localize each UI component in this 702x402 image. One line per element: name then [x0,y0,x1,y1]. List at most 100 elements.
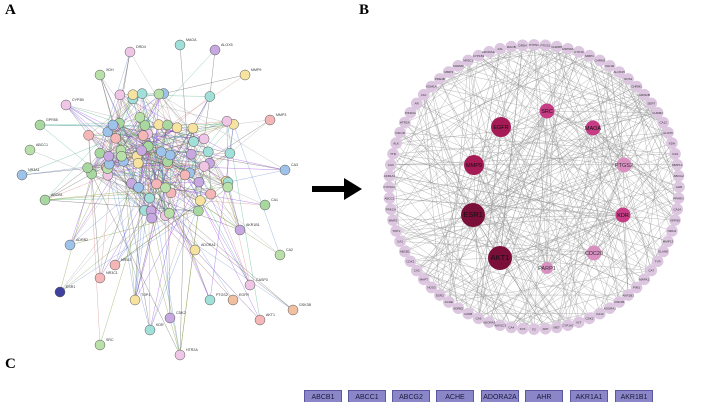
network-b-node-label: F2 [532,327,536,331]
network-a-edge [158,93,196,251]
network-b-hub-label: PTGS2 [615,163,633,169]
network-a-node [94,272,106,284]
network-b-edge [478,55,658,262]
network-b-edge [619,71,658,262]
network-a-node [264,114,276,126]
network-b-edge [423,46,512,95]
network-a-edge [119,123,190,174]
network-b-edge [556,46,673,144]
network-a-edge [233,124,281,256]
network-a-node [134,112,146,123]
network-a-node [110,133,121,144]
network-b-node-label: AKR1C3 [494,323,506,327]
network-b-edge [404,122,569,326]
network-b-node [583,49,596,62]
network-b-node [394,126,406,139]
gene-box: ADORA2A [481,390,519,402]
network-a-edge [21,125,146,176]
network-b-node-label: PPARG [673,196,684,200]
network-b-node [384,203,397,216]
gene-box: AKR1A1 [570,390,608,402]
network-b-node-label: MMP3 [444,70,453,74]
network-b-edge [439,78,546,329]
network-b-hub-label: ESR1 [463,210,483,219]
network-b-node [622,289,634,301]
network-b-node-label: PRKCA [386,207,396,211]
network-b-node-label: ACHE [445,300,453,304]
network-a-label: ESR1 [66,285,75,289]
network-b-node [528,323,540,335]
network-b-node [671,203,684,216]
network-b-node [425,80,438,93]
network-a-edge [163,74,246,94]
network-b-node [399,245,411,258]
network-b-node [662,126,674,139]
network-b-node [638,273,651,286]
network-b-node-label: ABCB1 [400,250,410,254]
network-b-node-label: CYP19 [574,50,584,54]
network-b-hub-label: CDC20 [585,251,603,257]
network-a-edge [69,94,121,246]
network-a-node [198,133,210,145]
network-a-edge [99,74,138,157]
network-a-edge [141,93,159,125]
network-b-node-label: AKR1A1 [384,174,396,178]
network-b-edge [392,46,557,221]
network-a-edge [91,173,181,356]
network-b-edge [545,45,652,104]
network-a-node [146,212,157,224]
panel-c-label: C [5,356,16,372]
network-a-edge [108,125,146,157]
network-b-node-label: DRD4 [519,44,527,48]
network-a-edge [44,186,228,201]
network-b-hub-label: PARP1 [538,266,556,272]
network-a-label: ADRB2 [76,238,88,242]
network-b-edge [448,71,637,288]
network-a-node [94,69,106,81]
network-b-node [383,181,395,193]
network-a-label: ADORA1 [201,243,216,247]
network-b-node [528,39,540,51]
network-b-edge [545,45,580,323]
gene-box: AHR [525,390,563,402]
network-b-edge [399,127,594,242]
network-b-edge [546,103,652,269]
network-b-edge [636,86,680,188]
network-b-node-label: MAOB [507,45,516,49]
network-b-node-label: MMP2 [389,218,398,222]
network-b-node-label: HSP90A [562,47,574,51]
network-b-node [425,281,438,294]
network-b-edge [499,214,624,259]
network-b-edge [388,186,474,216]
network-a-node [129,294,141,306]
network-b-edge [389,48,568,177]
network-b-node-label: CHRM4 [453,64,464,68]
network-b-edge [499,55,590,259]
network-a-edge [114,210,199,266]
network-b-edge [448,45,523,303]
network-a-edge [131,117,141,184]
gene-box: ABCB1 [304,390,342,402]
network-b-edge [533,44,625,166]
network-b-node-label: HTR2A [400,121,410,125]
network-a-edge [151,96,211,219]
network-b-edge [416,103,624,216]
network-b-node [550,40,563,53]
network-a-edge [176,127,227,182]
network-a-label: MAOA [186,38,197,42]
network-b-edges [388,44,680,330]
network-a-node [221,115,233,127]
network-b-edge [622,214,658,262]
network-b-edge [500,126,620,303]
network-a-edge [65,104,139,188]
network-a-edge [158,93,286,171]
network-b-node [442,296,455,308]
network-a-edge [114,125,205,167]
network-a-node [189,244,201,256]
network-b-hub [541,262,553,274]
network-a-node [224,147,236,159]
network-b-edge [556,214,624,328]
network-a-edge [44,131,108,201]
network-a-node [114,89,126,101]
network-a-node [274,249,286,261]
